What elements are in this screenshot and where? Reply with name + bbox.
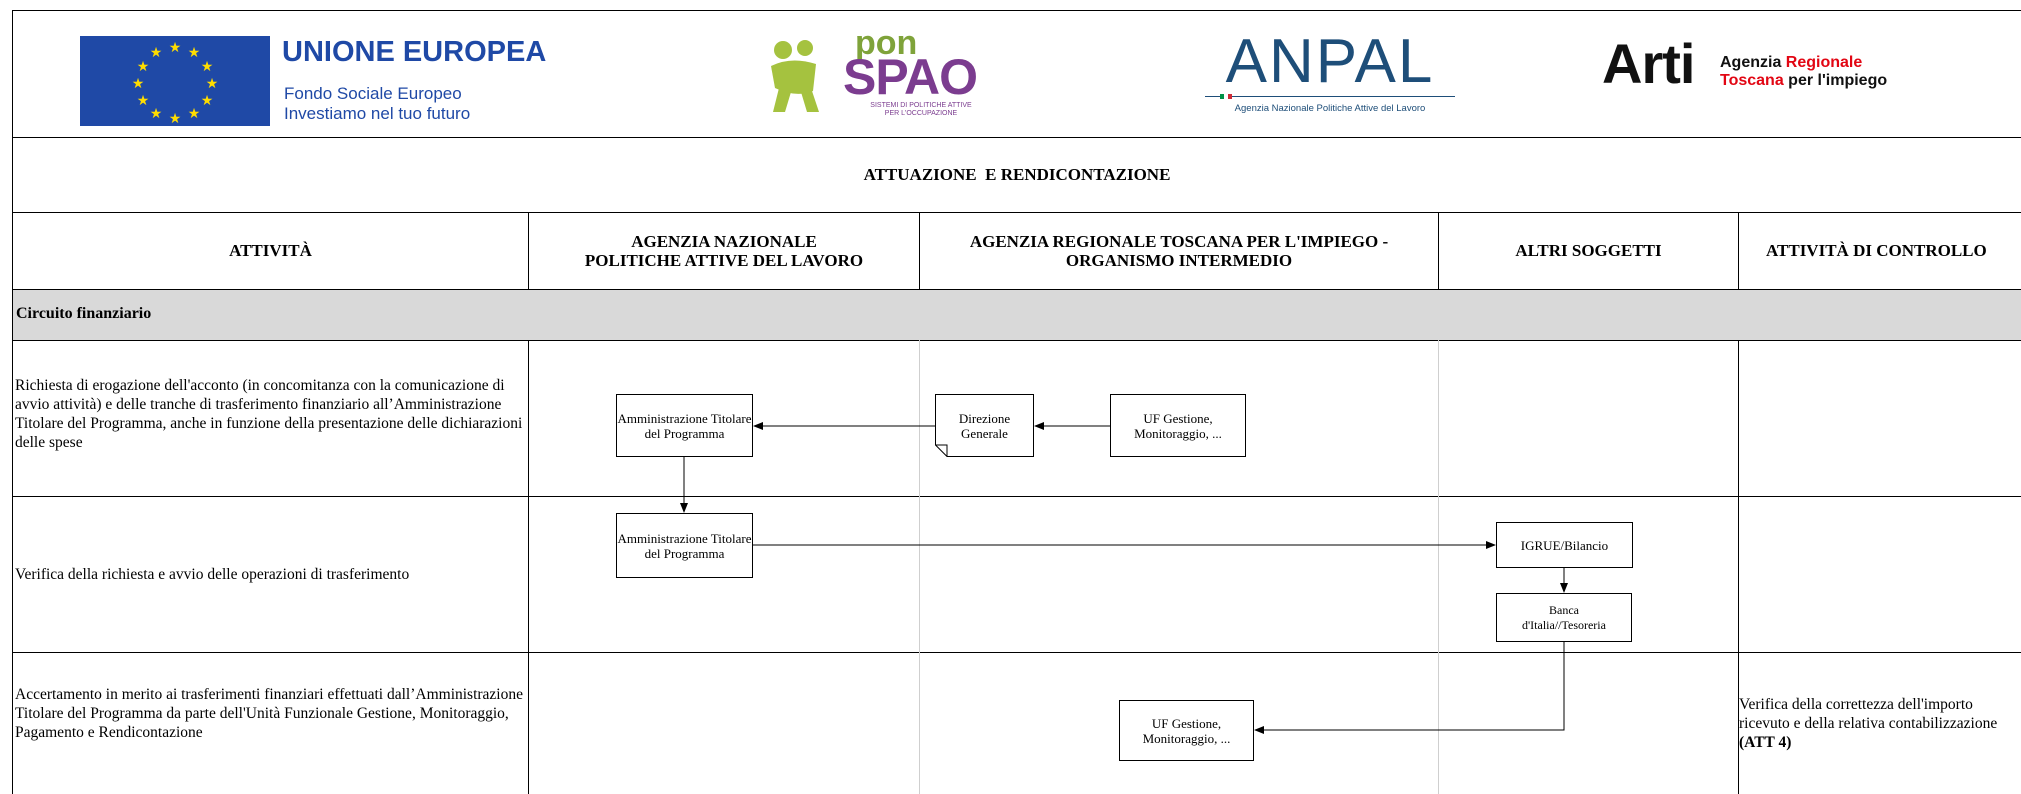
eu-logo: ★★★ ★★★ ★★★ ★★★ UNIONE EUROPEA Fondo Soc… — [80, 36, 620, 128]
col-divider-1 — [528, 212, 529, 289]
pon-sub2: PER L'OCCUPAZIONE — [884, 110, 958, 117]
svg-text:★: ★ — [188, 45, 201, 61]
col-divider-4 — [1738, 212, 1739, 289]
svg-text:★: ★ — [169, 40, 182, 56]
arti-line2: Toscana per l'impiego — [1720, 72, 1887, 90]
svg-text:★: ★ — [137, 59, 150, 75]
svg-text:★: ★ — [201, 59, 214, 75]
col-divider-3 — [1438, 212, 1439, 289]
col-divider-2 — [919, 212, 920, 289]
svg-text:★: ★ — [206, 76, 219, 92]
eu-flag-icon: ★★★ ★★★ ★★★ ★★★ — [80, 36, 270, 127]
document-shape-icon — [935, 394, 1034, 457]
col-header-agenzia-regionale-line1: AGENZIA REGIONALE TOSCANA PER L'IMPIEGO … — [969, 232, 1389, 251]
box-amministrazione-2: Amministrazione Titolare del Programma — [616, 513, 753, 578]
arti-title-text: Arti — [1602, 32, 1695, 95]
svg-text:★: ★ — [132, 76, 145, 92]
box-direzione-generale: Direzione Generale — [935, 394, 1034, 457]
arti-line2-a: Toscana — [1720, 72, 1784, 89]
logo-bar: ★★★ ★★★ ★★★ ★★★ UNIONE EUROPEA Fondo Soc… — [0, 0, 2021, 137]
col-header-agenzia-regionale: AGENZIA REGIONALE TOSCANA PER L'IMPIEGO … — [920, 212, 1438, 284]
body-col-divider-2 — [919, 340, 920, 794]
col-header-altri-soggetti: ALTRI SOGGETTI — [1515, 241, 1662, 260]
box-direzione-generale-label: Direzione Generale — [958, 410, 1011, 441]
header-row-divider — [12, 289, 2021, 290]
row-3-control: Verifica della correttezza dell'importo … — [1739, 695, 2021, 752]
arti-line1-b: Regionale — [1785, 54, 1863, 71]
box-uf-gestione-1: UF Gestione, Monitoraggio, ... — [1110, 394, 1246, 457]
row-3-control-ref: (ATT 4) — [1739, 734, 1792, 751]
box-banca-italia: Banca d'Italia//Tesoreria — [1496, 593, 1632, 642]
col-header-attivita: ATTIVITÀ — [229, 241, 312, 260]
pon-spao-logo: pon SPAO SISTEMI DI POLITICHE ATTIVE PER… — [755, 24, 1051, 124]
eu-line1: Fondo Sociale Europeo — [284, 84, 462, 103]
col-header-agenzia-nazionale: AGENZIA NAZIONALE POLITICHE ATTIVE DEL L… — [529, 212, 919, 289]
col-header-agenzia-nazionale-line2: POLITICHE ATTIVE DEL LAVORO — [584, 250, 864, 270]
anpal-subtitle: Agenzia Nazionale Politiche Attive del L… — [1234, 103, 1426, 114]
anpal-logo: ANPAL Agenzia Nazionale Politiche Attive… — [1200, 27, 1460, 122]
svg-text:★: ★ — [137, 93, 150, 109]
col-header-agenzia-nazionale-line1: AGENZIA NAZIONALE — [631, 231, 817, 251]
svg-text:★: ★ — [188, 106, 201, 122]
title-row-divider — [12, 212, 2021, 213]
svg-text:★: ★ — [150, 106, 163, 122]
section-title: Circuito finanziario — [16, 305, 152, 322]
anpal-title: ANPAL — [1225, 27, 1435, 96]
spao-text: SPAO — [843, 49, 978, 105]
section-row-divider — [12, 340, 2021, 341]
arti-line2-b: per l'impiego — [1783, 72, 1888, 89]
table-border-left — [12, 10, 13, 794]
arti-line1: Agenzia Regionale — [1720, 54, 1862, 72]
arrow-banca-to-uf — [1254, 642, 1565, 734]
eu-line2: Investiamo nel tuo futuro — [284, 104, 471, 123]
section-band — [13, 290, 2021, 340]
arti-title: Arti — [1602, 32, 1695, 96]
pon-sub1: SISTEMI DI POLITICHE ATTIVE — [870, 102, 972, 109]
pon-figure-icon — [761, 36, 831, 121]
svg-text:★: ★ — [169, 111, 182, 126]
italy-flag-icon — [1220, 94, 1232, 99]
table-border-top — [12, 10, 2021, 11]
row-3-control-text: Verifica della correttezza dell'importo … — [1739, 696, 1998, 732]
body-col-divider-3 — [1438, 340, 1439, 794]
row-1-activity: Richiesta di erogazione dell'acconto (in… — [15, 377, 523, 451]
anpal-rule — [1205, 96, 1455, 97]
body-col-divider-1 — [528, 340, 529, 794]
pon-text: pon — [855, 24, 918, 62]
row-3-activity: Accertamento in merito ai trasferimenti … — [15, 686, 523, 741]
box-uf-gestione-2: UF Gestione, Monitoraggio, ... — [1119, 700, 1254, 761]
box-amministrazione-1: Amministrazione Titolare del Programma — [616, 394, 753, 457]
page-title: ATTUAZIONE E RENDICONTAZIONE — [863, 165, 1171, 184]
arti-logo: Arti Agenzia Regionale Toscana per l'imp… — [1602, 32, 1922, 102]
eu-title: UNIONE EUROPEA — [282, 36, 547, 68]
row-2-activity: Verifica della richiesta e avvio delle o… — [15, 566, 410, 583]
col-header-controllo: ATTIVITÀ DI CONTROLLO — [1766, 241, 1987, 260]
body-col-divider-4 — [1738, 340, 1739, 794]
svg-text:★: ★ — [150, 45, 163, 61]
box-igrue-bilancio: IGRUE/Bilancio — [1496, 522, 1633, 568]
logo-row-divider — [12, 137, 2021, 138]
arti-line1-a: Agenzia — [1720, 54, 1786, 71]
col-header-agenzia-regionale-line2: ORGANISMO INTERMEDIO — [1065, 251, 1293, 270]
row-2-divider — [12, 652, 2021, 653]
svg-text:★: ★ — [201, 93, 214, 109]
row-1-divider — [12, 496, 2021, 497]
